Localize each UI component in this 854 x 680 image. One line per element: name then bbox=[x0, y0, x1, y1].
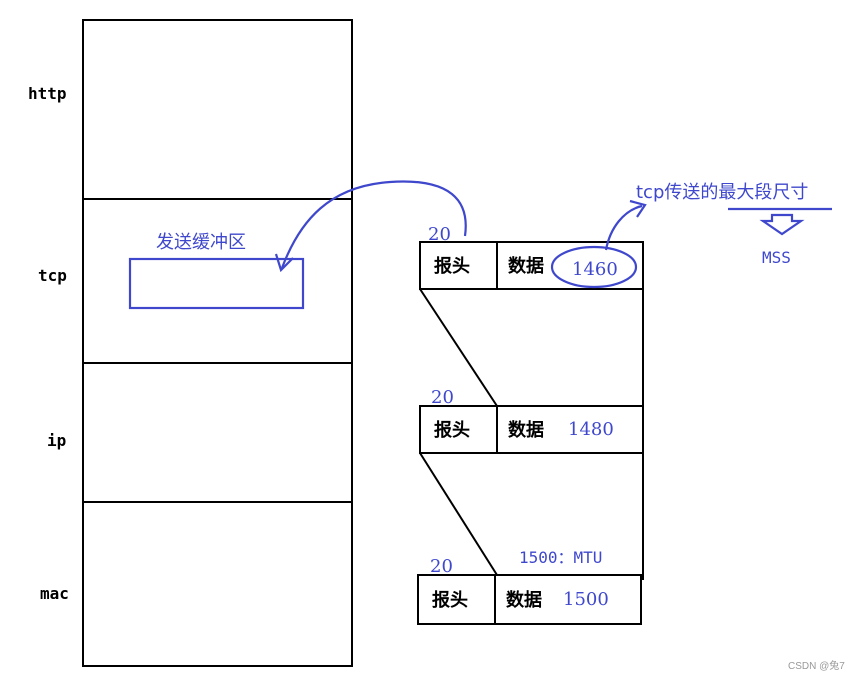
connector-tcp-ip-left bbox=[419, 288, 498, 407]
packet-mac: 20 报头 数据 1500 bbox=[417, 556, 642, 625]
mss-annotation-text: tcp传送的最大段尺寸 bbox=[636, 182, 808, 203]
protocol-stack: http tcp ip mac bbox=[28, 19, 353, 667]
layer-label-http: http bbox=[28, 84, 67, 103]
packet-tcp-data-size-circle bbox=[550, 245, 638, 289]
packet-tcp-box bbox=[419, 241, 644, 290]
layer-label-mac: mac bbox=[40, 584, 69, 603]
buffer-arrow-head bbox=[274, 253, 294, 273]
watermark: CSDN @兔7 bbox=[788, 659, 845, 672]
mss-arrow-curve bbox=[604, 204, 643, 251]
packet-ip: 20 报头 数据 1480 bbox=[419, 387, 644, 454]
connector-ip-mac-left bbox=[419, 452, 498, 576]
packet-ip-header-label: 报头 bbox=[434, 419, 470, 441]
mss-arrow-head bbox=[629, 199, 647, 218]
encapsulation-lines bbox=[419, 288, 644, 580]
packet-tcp-data-size: 1460 bbox=[572, 259, 618, 280]
packet-mac-data-size: 1500 bbox=[563, 589, 609, 610]
packet-ip-data-size: 1480 bbox=[568, 419, 614, 440]
packet-mac-box bbox=[417, 574, 642, 625]
send-buffer-box bbox=[128, 257, 305, 310]
send-buffer: 发送缓冲区 bbox=[128, 232, 305, 310]
layer-label-tcp: tcp bbox=[38, 266, 67, 285]
packet-ip-data-label: 数据 bbox=[508, 419, 544, 441]
packet-tcp: 20 报头 数据 1460 bbox=[419, 224, 644, 290]
buffer-arrow bbox=[274, 180, 467, 273]
mss-annotation: tcp传送的最大段尺寸 MSS bbox=[604, 182, 832, 267]
send-buffer-label: 发送缓冲区 bbox=[156, 232, 246, 253]
stack-outline bbox=[82, 19, 353, 667]
mss-down-arrow-icon bbox=[759, 213, 805, 236]
packet-ip-header-size: 20 bbox=[431, 387, 454, 408]
packet-mac-data-label: 数据 bbox=[506, 589, 542, 611]
packet-mac-header-size: 20 bbox=[430, 556, 453, 577]
buffer-arrow-curve bbox=[280, 180, 467, 269]
layer-label-ip: ip bbox=[47, 431, 66, 450]
packet-mac-header-label: 报头 bbox=[432, 589, 468, 611]
mss-label: MSS bbox=[762, 248, 791, 267]
packet-tcp-header-label: 报头 bbox=[434, 255, 470, 277]
packet-tcp-data-label: 数据 bbox=[508, 255, 544, 277]
packet-tcp-header-size: 20 bbox=[428, 224, 451, 245]
mtu-label: 1500：MTU bbox=[519, 548, 602, 567]
packet-ip-box bbox=[419, 405, 644, 454]
